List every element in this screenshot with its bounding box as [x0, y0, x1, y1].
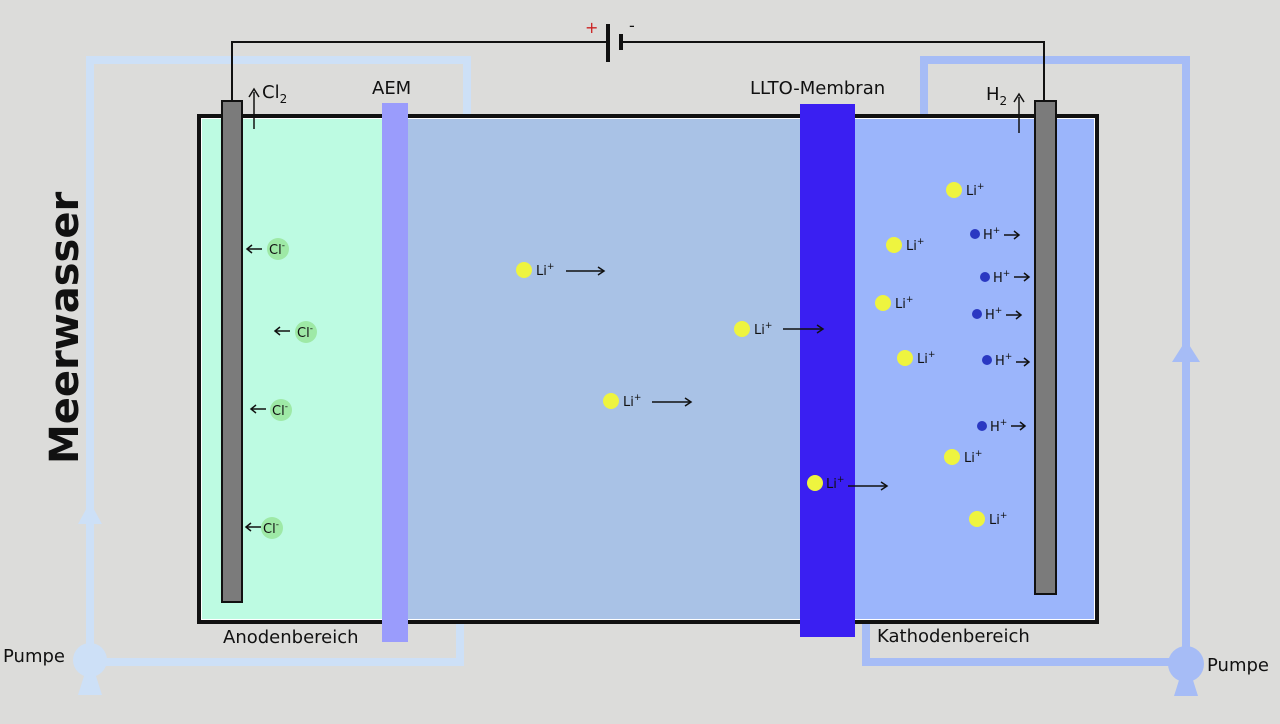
- svg-text:Li+: Li+: [754, 321, 772, 338]
- circuit-wire: [231, 41, 1045, 101]
- cl2-gas-arrow: [248, 87, 260, 129]
- svg-text:Li+: Li+: [989, 511, 1007, 528]
- li-ion: Li+: [969, 511, 1007, 528]
- h-ion: H+: [977, 418, 1027, 435]
- li-ion: Li+: [875, 295, 913, 312]
- cathode-area-label: Kathodenbereich: [877, 626, 1030, 647]
- aem-membrane: [382, 103, 408, 642]
- cl-ion: Cl-: [273, 321, 317, 343]
- h-ion: H+: [982, 352, 1031, 369]
- li-ion: Li+: [946, 182, 984, 199]
- cl2-gas-label: Cl2: [262, 82, 287, 106]
- svg-text:H+: H+: [995, 352, 1012, 369]
- pump-right-label: Pumpe: [1207, 655, 1269, 676]
- li-ion: Li+: [897, 350, 935, 367]
- svg-text:Li+: Li+: [895, 295, 913, 312]
- li-ion: Li+: [807, 475, 889, 492]
- svg-text:Li+: Li+: [964, 449, 982, 466]
- middle-compartment: [382, 119, 800, 619]
- anode-area-label: Anodenbereich: [223, 627, 359, 648]
- cl-ion: Cl-: [249, 399, 292, 421]
- battery-symbol: [606, 24, 623, 62]
- li-ion: Li+: [886, 237, 924, 254]
- anode-electrode: [221, 100, 243, 603]
- li-ion: Li+: [734, 321, 825, 338]
- svg-text:Li+: Li+: [826, 475, 844, 492]
- li-ion: Li+: [516, 262, 606, 279]
- meerwasser-label: Meerwasser: [42, 192, 88, 464]
- pump-left-label: Pumpe: [3, 646, 65, 667]
- flow-arrow-left: [78, 502, 102, 524]
- llto-membrane: [800, 104, 855, 637]
- h-ion: H+: [970, 226, 1021, 243]
- battery-plus: +: [585, 18, 598, 37]
- svg-text:H+: H+: [993, 269, 1010, 286]
- svg-text:H+: H+: [983, 226, 1000, 243]
- svg-text:Cl-: Cl-: [263, 520, 279, 537]
- svg-text:Li+: Li+: [906, 237, 924, 254]
- cl-ion: Cl-: [245, 238, 289, 260]
- pump-right-icon: [1168, 646, 1204, 696]
- h2-gas-arrow: [1013, 92, 1025, 133]
- svg-text:Cl-: Cl-: [297, 324, 313, 341]
- svg-text:H+: H+: [985, 306, 1002, 323]
- flow-arrow-right: [1172, 340, 1200, 362]
- cl-ion: Cl-: [244, 517, 283, 539]
- pipe-left: [86, 56, 471, 666]
- aem-label: AEM: [372, 78, 411, 99]
- h2-gas-label: H2: [986, 84, 1007, 108]
- h-ion: H+: [972, 306, 1023, 323]
- llto-label: LLTO-Membran: [750, 78, 885, 99]
- svg-text:Li+: Li+: [966, 182, 984, 199]
- cathode-electrode: [1034, 100, 1057, 595]
- svg-text:Li+: Li+: [917, 350, 935, 367]
- li-ion: Li+: [944, 449, 982, 466]
- svg-text:Cl-: Cl-: [272, 402, 288, 419]
- svg-text:Li+: Li+: [623, 393, 641, 410]
- li-ion: Li+: [603, 393, 693, 410]
- svg-text:Cl-: Cl-: [269, 241, 285, 258]
- svg-text:H+: H+: [990, 418, 1007, 435]
- h-ion: H+: [980, 269, 1031, 286]
- svg-text:Li+: Li+: [536, 262, 554, 279]
- pump-left-icon: [73, 643, 107, 695]
- battery-minus: -: [629, 16, 635, 35]
